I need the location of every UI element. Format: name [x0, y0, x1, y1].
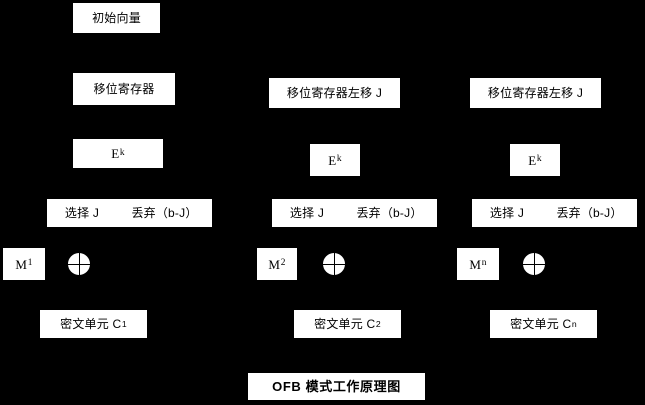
xor-icon-1: [68, 253, 90, 275]
initial-vector-label: 初始向量: [92, 11, 141, 25]
shift-register-label-3: 移位寄存器左移 J: [487, 86, 584, 100]
encrypt-label-3: E: [528, 152, 537, 168]
select-label-3: 选择 J: [489, 206, 525, 220]
encrypt-label-1: E: [111, 146, 120, 161]
select-box-2: 选择 J: [272, 199, 342, 227]
shift-register-box-1: 移位寄存器: [73, 73, 175, 105]
encrypt-subscript-1: k: [119, 147, 125, 158]
discard-box-2: 丢弃（b-J）: [342, 199, 437, 227]
plaintext-subscript-3: n: [481, 258, 487, 269]
ciphertext-label-3: 密文单元 C: [510, 317, 572, 331]
encrypt-label-2: E: [328, 152, 337, 168]
select-label-1: 选择 J: [64, 206, 100, 220]
plaintext-subscript-2: 2: [280, 258, 286, 269]
discard-label-2: 丢弃（b-J）: [356, 206, 423, 220]
ciphertext-subscript-3: n: [571, 318, 577, 329]
initial-vector-box: 初始向量: [73, 3, 160, 33]
plaintext-label-3: M: [469, 256, 482, 272]
diagram-title-label: OFB 模式工作原理图: [272, 379, 401, 394]
xor-vertical-bar-2: [333, 253, 335, 275]
plaintext-label-2: M: [268, 256, 281, 272]
discard-label-3: 丢弃（b-J）: [556, 206, 623, 220]
ciphertext-subscript-2: 2: [375, 318, 381, 329]
discard-label-1: 丢弃（b-J）: [131, 206, 198, 220]
ciphertext-subscript-1: 1: [121, 318, 127, 329]
plaintext-label-1: M: [15, 256, 28, 272]
encrypt-subscript-2: k: [336, 154, 342, 165]
xor-vertical-bar-3: [533, 253, 535, 275]
ciphertext-label-2: 密文单元 C: [314, 317, 376, 331]
xor-icon-3: [523, 253, 545, 275]
discard-box-3: 丢弃（b-J）: [542, 199, 637, 227]
discard-box-1: 丢弃（b-J）: [117, 199, 212, 227]
select-box-1: 选择 J: [47, 199, 117, 227]
xor-icon-2: [323, 253, 345, 275]
select-label-2: 选择 J: [289, 206, 325, 220]
select-box-3: 选择 J: [472, 199, 542, 227]
encrypt-subscript-3: k: [536, 154, 542, 165]
shift-register-box-2: 移位寄存器左移 J: [269, 78, 400, 108]
plaintext-subscript-1: 1: [27, 258, 33, 269]
shift-register-box-3: 移位寄存器左移 J: [470, 78, 601, 108]
diagram-title-box: OFB 模式工作原理图: [248, 373, 425, 400]
shift-register-label-1: 移位寄存器: [93, 82, 155, 96]
ciphertext-label-1: 密文单元 C: [60, 317, 122, 331]
shift-register-label-2: 移位寄存器左移 J: [286, 86, 383, 100]
xor-vertical-bar-1: [78, 253, 80, 275]
